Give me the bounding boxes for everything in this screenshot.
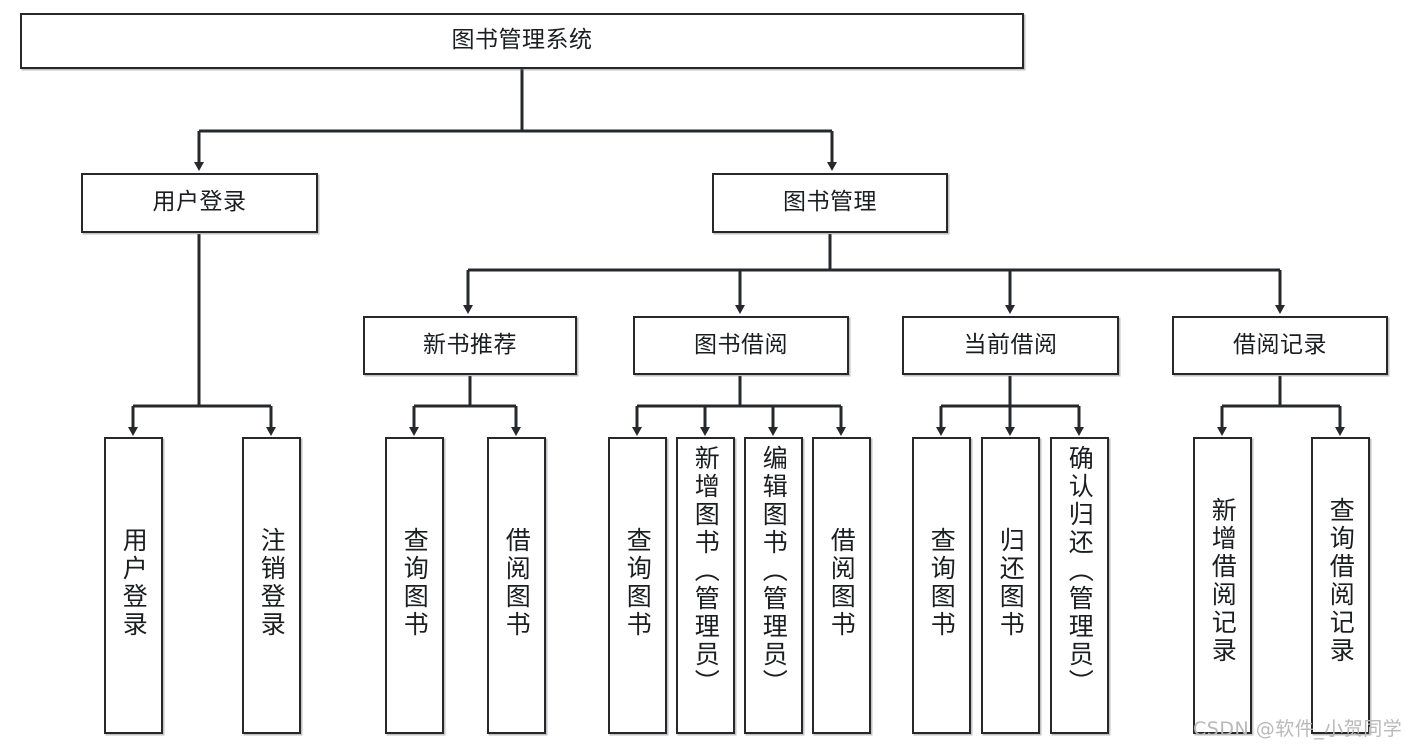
node-label: 图书借阅 — [694, 331, 788, 358]
node-label: 图书管理系统 — [451, 27, 593, 54]
node-root-system[interactable]: 图书管理系统 — [20, 13, 1024, 69]
node-user-login[interactable]: 用户登录 — [81, 173, 318, 233]
node-current-borrow[interactable]: 当前借阅 — [902, 316, 1119, 375]
node-label: 用户登录 — [152, 189, 247, 216]
node-new-book-recommend[interactable]: 新书推荐 — [363, 316, 577, 375]
leaf-book-borrow-borrow[interactable]: 借阅图书 — [812, 437, 871, 734]
node-label: 当前借阅 — [963, 331, 1058, 358]
leaf-book-borrow-edit[interactable]: 编辑图书（管理员） — [744, 437, 803, 734]
leaf-current-borrow-query[interactable]: 查询图书 — [912, 437, 971, 734]
leaf-borrow-record-query[interactable]: 查询借阅记录 — [1311, 437, 1370, 734]
node-label: 查询图书 — [623, 527, 653, 639]
node-label: 归还图书 — [996, 527, 1026, 639]
leaf-current-borrow-return[interactable]: 归还图书 — [981, 437, 1040, 734]
node-book-borrow[interactable]: 图书借阅 — [633, 316, 849, 375]
leaf-user-login-login[interactable]: 用户登录 — [104, 437, 163, 734]
node-label: 新增借阅记录 — [1208, 497, 1238, 665]
node-label: 新增图书（管理员） — [691, 445, 721, 697]
leaf-book-borrow-add[interactable]: 新增图书（管理员） — [676, 437, 735, 734]
node-book-management[interactable]: 图书管理 — [712, 173, 948, 233]
node-label: 图书管理 — [783, 189, 877, 216]
leaf-user-login-logout[interactable]: 注销登录 — [242, 437, 301, 734]
node-label: 借阅记录 — [1233, 331, 1327, 358]
node-label: 查询图书 — [400, 527, 430, 639]
node-label: 确认归还（管理员） — [1065, 445, 1095, 697]
node-label: 编辑图书（管理员） — [759, 445, 789, 697]
node-label: 借阅图书 — [827, 527, 857, 639]
node-label: 注销登录 — [257, 527, 287, 639]
node-label: 查询借阅记录 — [1326, 497, 1356, 665]
node-borrow-record[interactable]: 借阅记录 — [1172, 316, 1388, 375]
watermark-text: CSDN @软件_小贺同学 — [1193, 718, 1403, 740]
node-label: 查询图书 — [927, 527, 957, 639]
node-label: 新书推荐 — [423, 331, 517, 358]
node-label: 用户登录 — [119, 527, 149, 639]
leaf-book-borrow-query[interactable]: 查询图书 — [608, 437, 667, 734]
leaf-borrow-record-add[interactable]: 新增借阅记录 — [1193, 437, 1252, 734]
node-label: 借阅图书 — [502, 527, 532, 639]
leaf-new-book-borrow[interactable]: 借阅图书 — [487, 437, 546, 734]
leaf-new-book-query[interactable]: 查询图书 — [385, 437, 444, 734]
leaf-current-borrow-confirm-return[interactable]: 确认归还（管理员） — [1050, 437, 1109, 734]
